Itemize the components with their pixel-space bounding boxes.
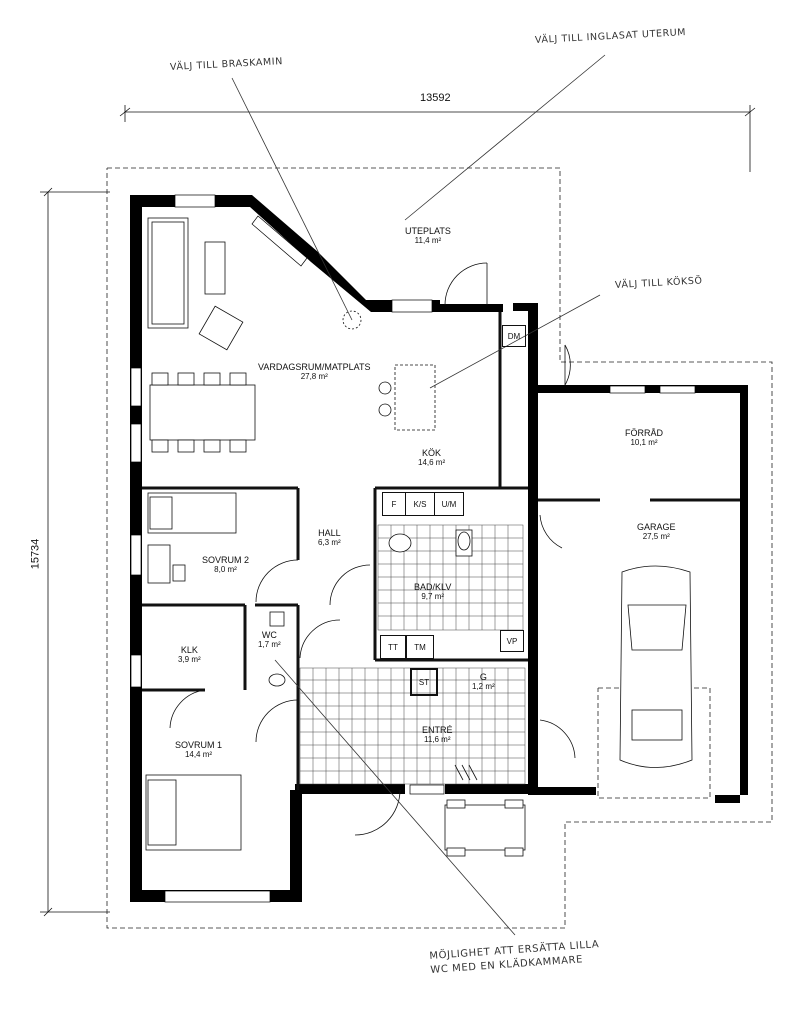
annotation-leaders: [231, 54, 606, 936]
fixture-ks: K/S: [405, 492, 435, 516]
dimension-lines: [40, 105, 756, 917]
height-dimension: 15734: [29, 538, 42, 570]
bath-tiles: [377, 524, 524, 631]
width-dimension: 13592: [420, 92, 451, 104]
interior-walls: [142, 312, 740, 790]
windows: [130, 194, 696, 903]
fixture-dm: DM: [502, 325, 526, 347]
fixture-vp: VP: [500, 630, 524, 652]
doors: [169, 262, 576, 836]
fixture-f: F: [382, 492, 406, 516]
fixture-tt: TT: [380, 635, 406, 659]
fixture-tm: TM: [406, 635, 434, 659]
exterior-walls: [130, 195, 748, 902]
fixture-um: U/M: [434, 492, 464, 516]
furniture: [145, 217, 693, 857]
entry-tiles: [299, 667, 526, 785]
fixture-st: ST: [410, 668, 438, 696]
